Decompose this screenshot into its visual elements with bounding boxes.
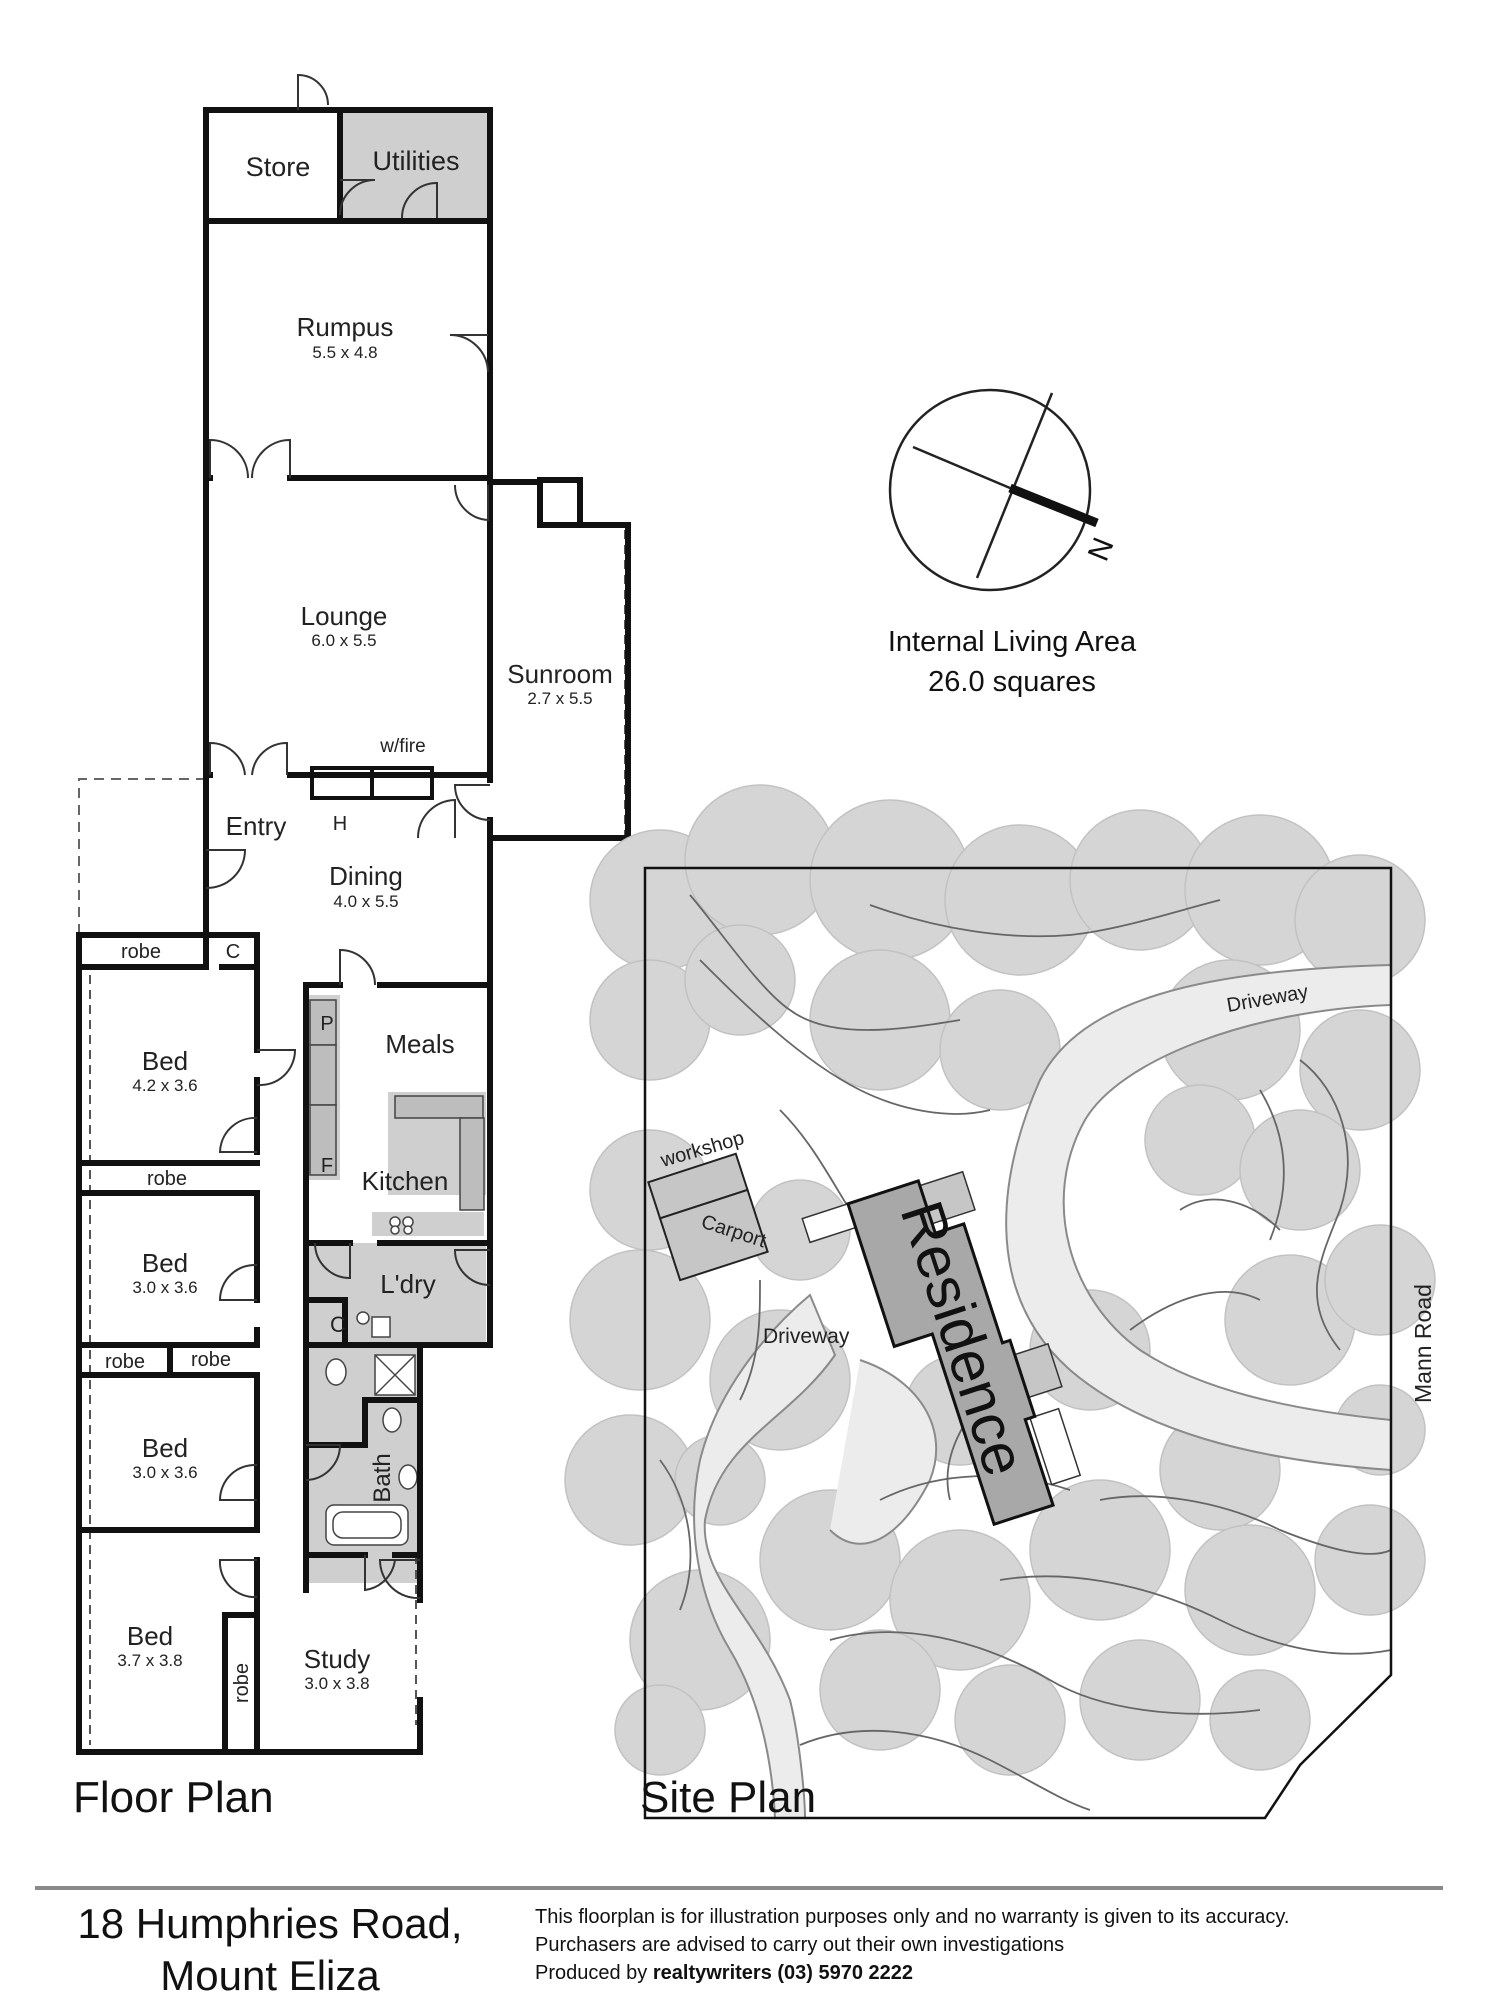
produced-by-prefix: Produced by: [535, 1962, 648, 1984]
room-bed-3-size: 3.0 x 3.6: [132, 1463, 197, 1482]
room-fridge: F: [321, 1155, 333, 1177]
room-dining: Dining: [329, 861, 403, 891]
living-area-line-2: 26.0 squares: [928, 666, 1096, 698]
room-lounge: Lounge: [301, 601, 388, 631]
room-robe-4: robe: [191, 1349, 231, 1371]
address-line-2: Mount Eliza: [160, 1952, 380, 1999]
tree-canopy: [564, 784, 1436, 1776]
room-robe-5: robe: [231, 1663, 253, 1703]
room-study-size: 3.0 x 3.8: [304, 1674, 369, 1693]
room-bed-1-size: 4.2 x 3.6: [132, 1076, 197, 1095]
floor-plan-title: Floor Plan: [73, 1773, 274, 1822]
room-study: Study: [304, 1644, 371, 1674]
living-area-line-1: Internal Living Area: [888, 626, 1137, 658]
address-line-1: 18 Humphries Road,: [77, 1900, 463, 1947]
disclaimer-line-2: Purchasers are advised to carry out thei…: [535, 1934, 1065, 1956]
site-boundary: [643, 866, 1393, 1820]
room-utilities: Utilities: [372, 146, 459, 176]
room-bed-3: Bed: [142, 1433, 188, 1463]
room-bed-4-size: 3.7 x 3.8: [117, 1651, 182, 1670]
site-plan: workshop Carport Residence Driveway Driv…: [564, 784, 1436, 1822]
room-sunroom-size: 2.7 x 5.5: [527, 689, 592, 708]
room-bath: Bath: [369, 1453, 396, 1502]
produced-by-company: realtywriters (03) 5970 2222: [652, 1962, 914, 1984]
room-laundry: L'dry: [380, 1269, 436, 1299]
road-label: Mann Road: [1410, 1284, 1436, 1403]
room-h: H: [333, 813, 347, 835]
room-rumpus: Rumpus: [297, 312, 394, 342]
room-bed-4: Bed: [127, 1621, 173, 1651]
room-robe-3: robe: [105, 1351, 145, 1373]
compass: N: [888, 388, 1121, 592]
room-entry: Entry: [226, 811, 287, 841]
room-lounge-size: 6.0 x 5.5: [311, 631, 376, 650]
room-robe-2: robe: [147, 1168, 187, 1190]
floor-plan: Store Utilities Rumpus 5.5 x 4.8 Lounge …: [73, 73, 631, 1822]
footer-divider: [35, 1886, 1443, 1890]
driveway-left-label: Driveway: [763, 1325, 850, 1348]
residence-building: [846, 1179, 1055, 1527]
site-plan-title: Site Plan: [640, 1773, 816, 1822]
driveway-main: [1005, 963, 1392, 1472]
room-store: Store: [246, 152, 311, 182]
room-meals: Meals: [385, 1029, 454, 1059]
room-bed-1: Bed: [142, 1046, 188, 1076]
room-bed-2: Bed: [142, 1248, 188, 1278]
room-c-1: C: [226, 941, 240, 963]
disclaimer-line-1: This floorplan is for illustration purpo…: [535, 1906, 1290, 1928]
room-robe-1: robe: [121, 941, 161, 963]
room-c-2: C: [330, 1312, 346, 1337]
produced-by: Produced by realtywriters (03) 5970 2222: [535, 1959, 1455, 1987]
disclaimer: This floorplan is for illustration purpo…: [535, 1903, 1455, 1987]
room-wfire: w/fire: [379, 736, 425, 757]
room-dining-size: 4.0 x 5.5: [333, 892, 398, 911]
room-sunroom: Sunroom: [507, 659, 613, 689]
property-address: 18 Humphries Road, Mount Eliza: [40, 1898, 500, 2002]
carport-building: [658, 1188, 769, 1282]
room-kitchen: Kitchen: [362, 1166, 449, 1196]
room-pantry: P: [320, 1013, 333, 1035]
compass-north-label: N: [1082, 533, 1121, 565]
contour-lines: [659, 894, 1392, 1811]
room-bed-2-size: 3.0 x 3.6: [132, 1278, 197, 1297]
room-rumpus-size: 5.5 x 4.8: [312, 343, 377, 362]
